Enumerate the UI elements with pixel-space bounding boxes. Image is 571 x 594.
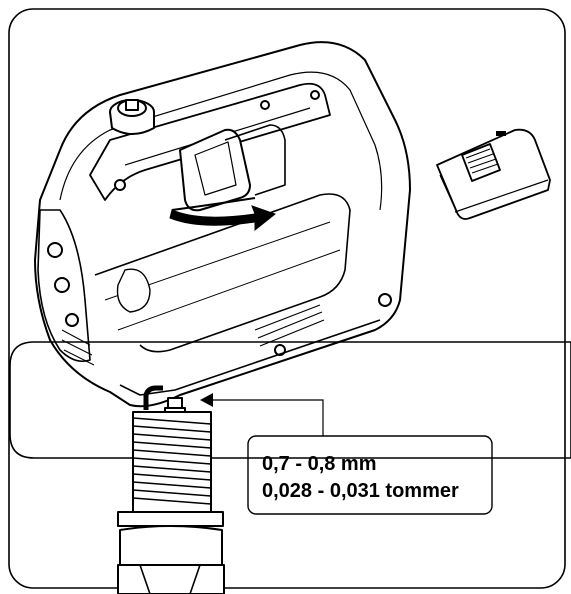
gap-spec-label: 0,7 - 0,8 mm 0,028 - 0,031 tommer xyxy=(262,451,459,505)
gap-spec-metric: 0,7 - 0,8 mm xyxy=(262,453,377,475)
gap-indicator xyxy=(200,393,324,436)
outer-frame xyxy=(8,8,566,589)
spark-plug-icon xyxy=(117,385,225,594)
maintenance-cover-icon xyxy=(436,128,551,220)
rotate-arrow-icon xyxy=(169,197,277,232)
gap-spec-imperial: 0,028 - 0,031 tommer xyxy=(262,480,459,502)
gap-label-box xyxy=(247,435,493,515)
callout-band xyxy=(9,341,571,459)
